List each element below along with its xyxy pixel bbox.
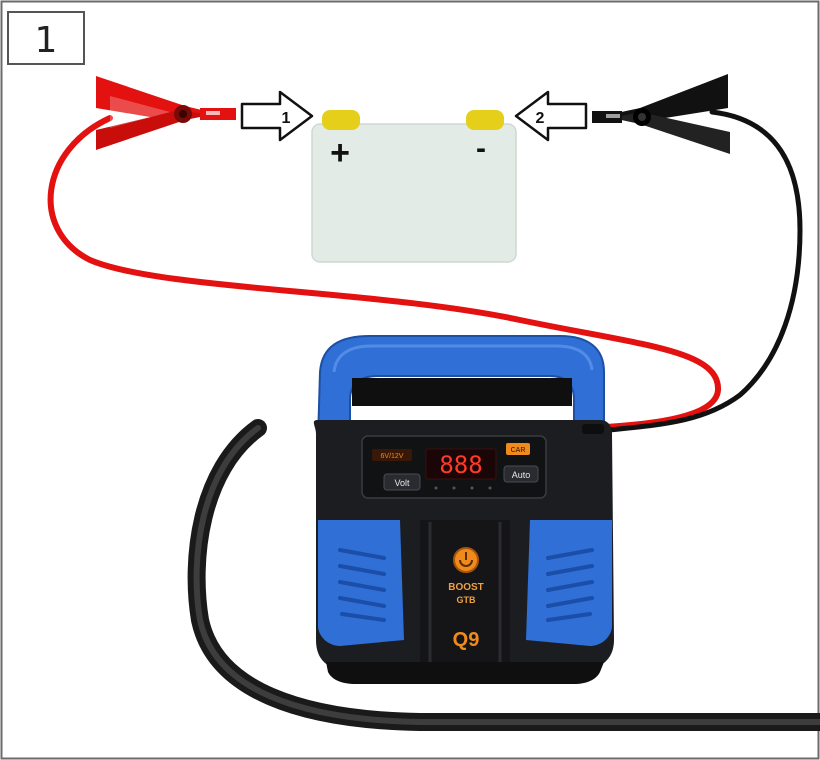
positive-symbol: + [330,134,350,172]
auto-button[interactable] [503,465,539,483]
arrow-step-2: 2 [536,110,545,127]
positive-cable [47,115,722,431]
arrow-to-negative: 2 [514,90,588,142]
red-clamp [96,76,236,150]
boost-label: BOOST [448,582,484,593]
led-display [425,448,497,480]
right-grip [526,520,612,646]
display-value: 888 [439,451,482,479]
step-number: 1 [35,20,58,61]
auto-button-label: Auto [512,470,531,480]
battery-charger: 888 6V/12V CAR Volt Auto BOOST GTB Q9 [313,335,614,684]
brand-logo: Q9 [453,629,480,651]
cable-outlet [582,424,604,434]
battery-body [311,123,517,263]
negative-cable [589,109,803,435]
negative-terminal [466,110,504,130]
boost-sublabel: GTB [457,595,476,605]
left-grip [318,520,404,646]
positive-terminal [322,110,360,130]
step-number-box [7,11,85,65]
mode-label-car: CAR [511,447,526,454]
mode-label-voltage: 6V/12V [381,453,404,460]
volt-button[interactable] [383,473,421,491]
power-icon [459,559,473,567]
battery: + - [311,110,517,263]
negative-symbol: - [476,132,486,165]
arrow-to-positive: 1 [240,90,314,142]
volt-button-label: Volt [394,478,410,488]
arrow-step-1: 1 [282,110,291,127]
black-clamp [592,74,730,154]
